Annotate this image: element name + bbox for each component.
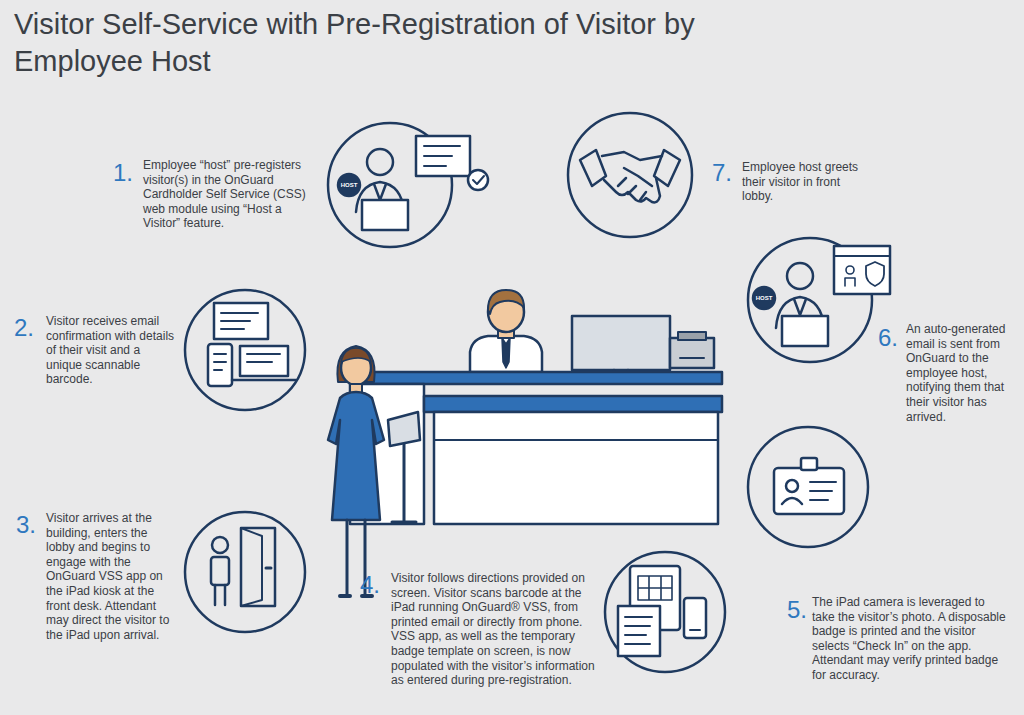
reception-scene-part	[502, 338, 510, 368]
devices-icon-part	[214, 303, 268, 339]
scan-icon-part	[684, 598, 706, 638]
handshake-icon-part	[618, 178, 646, 200]
door-icon	[211, 528, 275, 606]
reception-scene-part	[670, 338, 714, 368]
step-text: Visitor receives email confirmation with…	[46, 314, 178, 387]
reception-scene-part	[434, 439, 718, 441]
badge-icon-part	[782, 498, 802, 504]
handshake-icon	[580, 150, 680, 202]
door-icon-part	[211, 557, 229, 585]
callout-number: 5.	[787, 597, 807, 623]
host-icon-part	[338, 174, 360, 196]
host-icon-part	[416, 136, 470, 176]
reception-scene-part	[572, 316, 670, 370]
reception-scene-part	[388, 412, 420, 446]
host-notified-icon-part	[782, 316, 828, 346]
callout-number: 6.	[878, 325, 898, 351]
host-notified-icon-part	[834, 246, 890, 294]
diagram-title: Visitor Self-Service with Pre-Registrati…	[14, 6, 804, 80]
scan-icon-part	[618, 606, 660, 656]
scan-icon-part	[690, 629, 700, 631]
devices-icon-part	[208, 344, 232, 386]
badge-icon-part	[810, 482, 836, 500]
host-icon-part	[424, 146, 460, 166]
handshake-icon-part	[624, 168, 652, 186]
devices-icon-part	[240, 346, 288, 376]
host-icon	[338, 136, 488, 230]
door-icon-part	[241, 528, 262, 606]
callout-number: 3.	[16, 512, 36, 538]
door-icon-part	[212, 537, 228, 553]
host-notified-icon-part	[846, 266, 854, 274]
icon-circle-part	[605, 552, 725, 672]
badge-icon-part	[801, 458, 817, 470]
door-icon-part	[241, 528, 275, 606]
step-text: Employee host greets their visitor in fr…	[742, 160, 866, 204]
reception-scene-part	[680, 357, 704, 359]
reception-scene-part	[392, 440, 416, 522]
reception-scene-part	[470, 336, 542, 372]
host-notified-icon-part	[845, 278, 855, 286]
devices-icon-part	[214, 354, 226, 370]
callout-number: 4.	[360, 572, 380, 598]
callout-number: 1.	[113, 160, 133, 186]
reception-scene-part	[350, 372, 722, 384]
devices-icon-part	[247, 354, 280, 362]
callout-number: 2.	[14, 315, 34, 341]
reception-scene-part	[328, 392, 384, 520]
step-text: Visitor follows directions provided on s…	[391, 571, 597, 688]
icon-circle-part	[748, 427, 868, 547]
step-text: Visitor arrives at the building, enters …	[46, 511, 178, 642]
reception-scene	[328, 290, 722, 596]
host-icon-part	[473, 176, 484, 184]
host-badge-text: HOST	[337, 181, 361, 189]
badge-icon-part	[786, 480, 798, 492]
badge-icon-part	[774, 468, 844, 514]
host-icon-part	[468, 170, 488, 190]
reception-scene-part	[341, 348, 371, 362]
handshake-icon-part	[604, 178, 660, 202]
scan-icon	[618, 566, 706, 656]
icon-circle-part	[568, 113, 692, 237]
step-text: An auto-generated email is sent from OnG…	[906, 322, 1018, 424]
handshake-icon-part	[654, 150, 680, 186]
devices-icon	[208, 303, 296, 386]
host-notified-icon-part	[753, 287, 775, 309]
host-badge-text: HOST	[752, 294, 776, 302]
door-icon-part	[215, 585, 225, 605]
host-icon-part	[374, 184, 386, 200]
reception-scene-part	[488, 290, 524, 314]
scan-icon-part	[638, 576, 672, 600]
handshake-icon-part	[602, 152, 662, 160]
host-icon-part	[367, 149, 393, 175]
devices-icon-part	[232, 379, 296, 382]
callout-number: 7.	[712, 160, 732, 186]
badge-icon	[774, 458, 844, 514]
icon-circle-part	[185, 290, 305, 410]
host-notified-icon-part	[794, 299, 806, 315]
step-text: Employee “host” pre-registers visitor(s)…	[143, 158, 319, 231]
step-text: The iPad camera is leveraged to take the…	[812, 595, 1007, 683]
reception-scene-part	[434, 412, 718, 524]
door-icon-part	[266, 567, 271, 570]
scan-icon-part	[625, 617, 652, 644]
host-notified-icon-part	[866, 262, 884, 286]
host-icon-part	[362, 200, 408, 230]
devices-icon-part	[221, 313, 258, 329]
host-notified-icon	[753, 246, 890, 346]
host-notified-icon-part	[834, 255, 890, 257]
reception-scene-part	[678, 332, 706, 340]
icon-circle-part	[185, 512, 305, 632]
reception-scene-part	[424, 396, 722, 412]
host-notified-icon-part	[787, 263, 813, 289]
